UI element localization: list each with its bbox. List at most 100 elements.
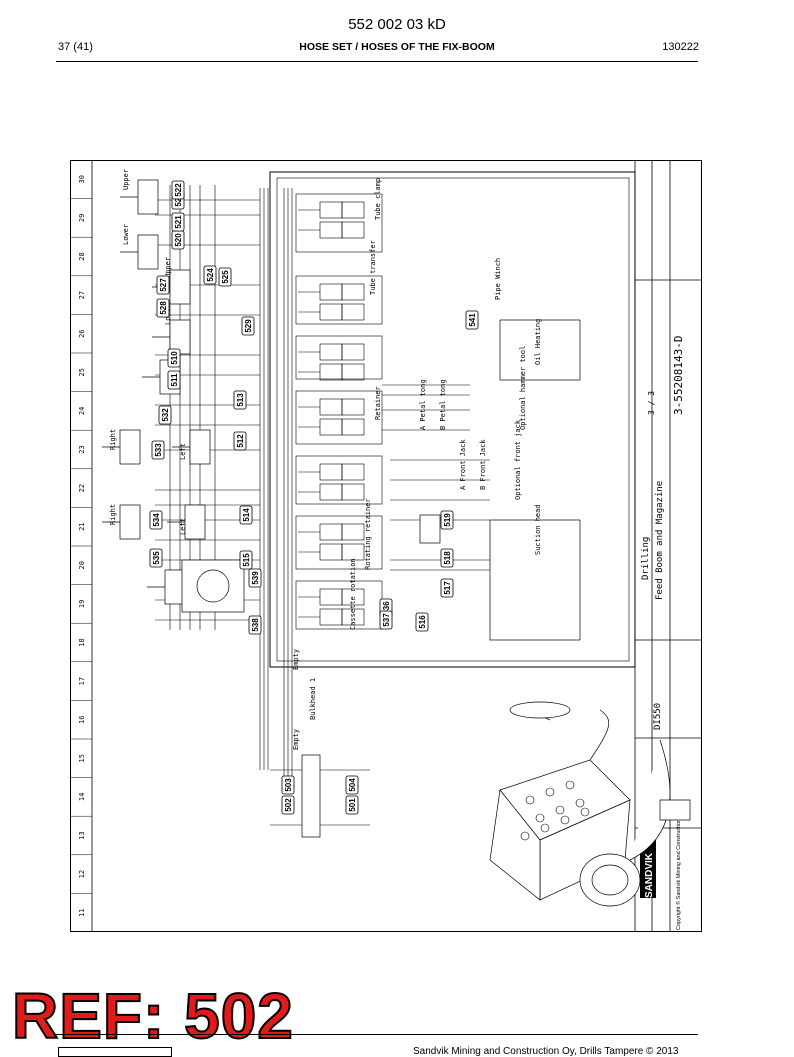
hose-ref-513: 513 [233,390,247,410]
bulkhead-block [301,754,321,838]
grid-number: 22 [78,484,86,492]
grid-number: 29 [78,214,86,222]
header-rule [56,61,698,62]
svg-text:541: 541 [468,313,477,327]
fitting [525,795,535,805]
hose-ref-529: 529 [241,316,255,336]
label-front-jack-b: B Front Jack [479,439,487,490]
sheet-number: 3 / 3 [647,391,656,415]
fitting [545,787,555,797]
grid-number: 23 [78,445,86,453]
hose-ref-522: 522 [171,180,185,200]
svg-text:518: 518 [443,551,452,565]
valve-block [295,455,383,505]
svg-text:527: 527 [159,278,168,292]
grid-number: 14 [78,793,86,801]
fitting [535,813,545,823]
label-right: Right [109,429,117,450]
grid-number: 16 [78,715,86,723]
svg-text:521: 521 [174,215,183,229]
valve-block [295,515,383,570]
svg-text:516: 516 [418,615,427,629]
valve-block [295,275,383,325]
hose-ref-527: 527 [156,275,170,295]
hose-ref-521: 521 [171,212,185,232]
label-tube-clamp: Tube clamp [374,178,382,220]
grid-number: 19 [78,600,86,608]
brand-text: SANDVIK [644,852,655,898]
label-retainer: Retainer [374,386,382,420]
hose-ref-528: 528 [156,298,170,318]
label-left: Left [179,443,187,460]
cylinder [189,429,211,465]
svg-text:519: 519 [443,513,452,527]
reference-stamp: REF: 502 [11,980,294,1052]
fitting [540,823,550,833]
grid-number: 28 [78,252,86,260]
lower-valve-group [489,519,581,641]
component-sketch [489,701,691,907]
hose-ref-525: 525 [218,267,232,287]
label-bulkhead: Bulkhead 1 [309,678,317,720]
hose-ref-524: 524 [203,265,217,285]
hose-ref-534: 534 [149,510,163,530]
cylinder [137,234,159,270]
title-text-group: 3-55208143-D 3 / 3 [647,336,685,415]
grid-number: 25 [78,368,86,376]
svg-text:514: 514 [242,508,251,522]
svg-text:538: 538 [251,618,260,632]
grid-number: 15 [78,754,86,762]
hose-ref-504: 504 [345,775,359,795]
label-tube-transfer: Tube transfer [369,240,377,295]
label-oil-heating: Oil Heating [534,319,542,365]
svg-text:503: 503 [284,778,293,792]
svg-text:524: 524 [206,268,215,282]
cylinder [137,179,159,215]
svg-text:534: 534 [152,513,161,527]
hose-ref-516: 516 [415,612,429,632]
svg-text:533: 533 [154,443,163,457]
svg-text:501: 501 [348,798,357,812]
hose-ref-517: 517 [440,578,454,598]
svg-text:523: 523 [174,193,183,207]
hose-ref-518: 518 [440,548,454,568]
hose-ref-539: 539 [248,568,262,588]
drawing-title-line2: Feed Boom and Magazine [655,481,665,600]
hose-ref-537: 537 [379,610,393,630]
date-code: 130222 [662,41,699,53]
label-left: Left [179,518,187,535]
label-upper: Upper [164,257,172,278]
grid-number: 12 [78,870,86,878]
svg-text:515: 515 [242,553,251,567]
hose-ref-520: 520 [171,230,185,250]
grid-number: 18 [78,638,86,646]
grid-number: 27 [78,291,86,299]
hose-ref-515: 515 [239,550,253,570]
svg-text:510: 510 [170,351,179,365]
hose-ref-535: 535 [149,548,163,568]
valve-block [295,335,383,380]
svg-text:512: 512 [236,434,245,448]
fitting [580,807,590,817]
svg-text:535: 535 [152,551,161,565]
footer-company: Sandvik Mining and Construction Oy, Dril… [413,1046,679,1057]
page-title: HOSE SET / HOSES OF THE FIX-BOOM [299,41,495,53]
grid-number: 13 [78,831,86,839]
label-petal-tong-b: B Petal tong [439,379,447,430]
label-empty: Empty [292,729,300,750]
svg-text:520: 520 [174,233,183,247]
footer-rule [56,1034,698,1035]
svg-text:537: 537 [382,613,391,627]
hose-ref-514: 514 [239,505,253,525]
svg-text:513: 513 [236,393,245,407]
label-front-jack-a: A Front Jack [459,439,467,490]
grid-number: 17 [78,677,86,685]
svg-text:539: 539 [251,571,260,585]
svg-text:528: 528 [159,301,168,315]
hose-ref-510: 510 [167,348,181,368]
label-hammer-tool: Optional hammer tool [519,346,527,430]
hose-ref-502: 502 [281,795,295,815]
label-cassette-rotation: Cassette rotation [349,558,357,630]
